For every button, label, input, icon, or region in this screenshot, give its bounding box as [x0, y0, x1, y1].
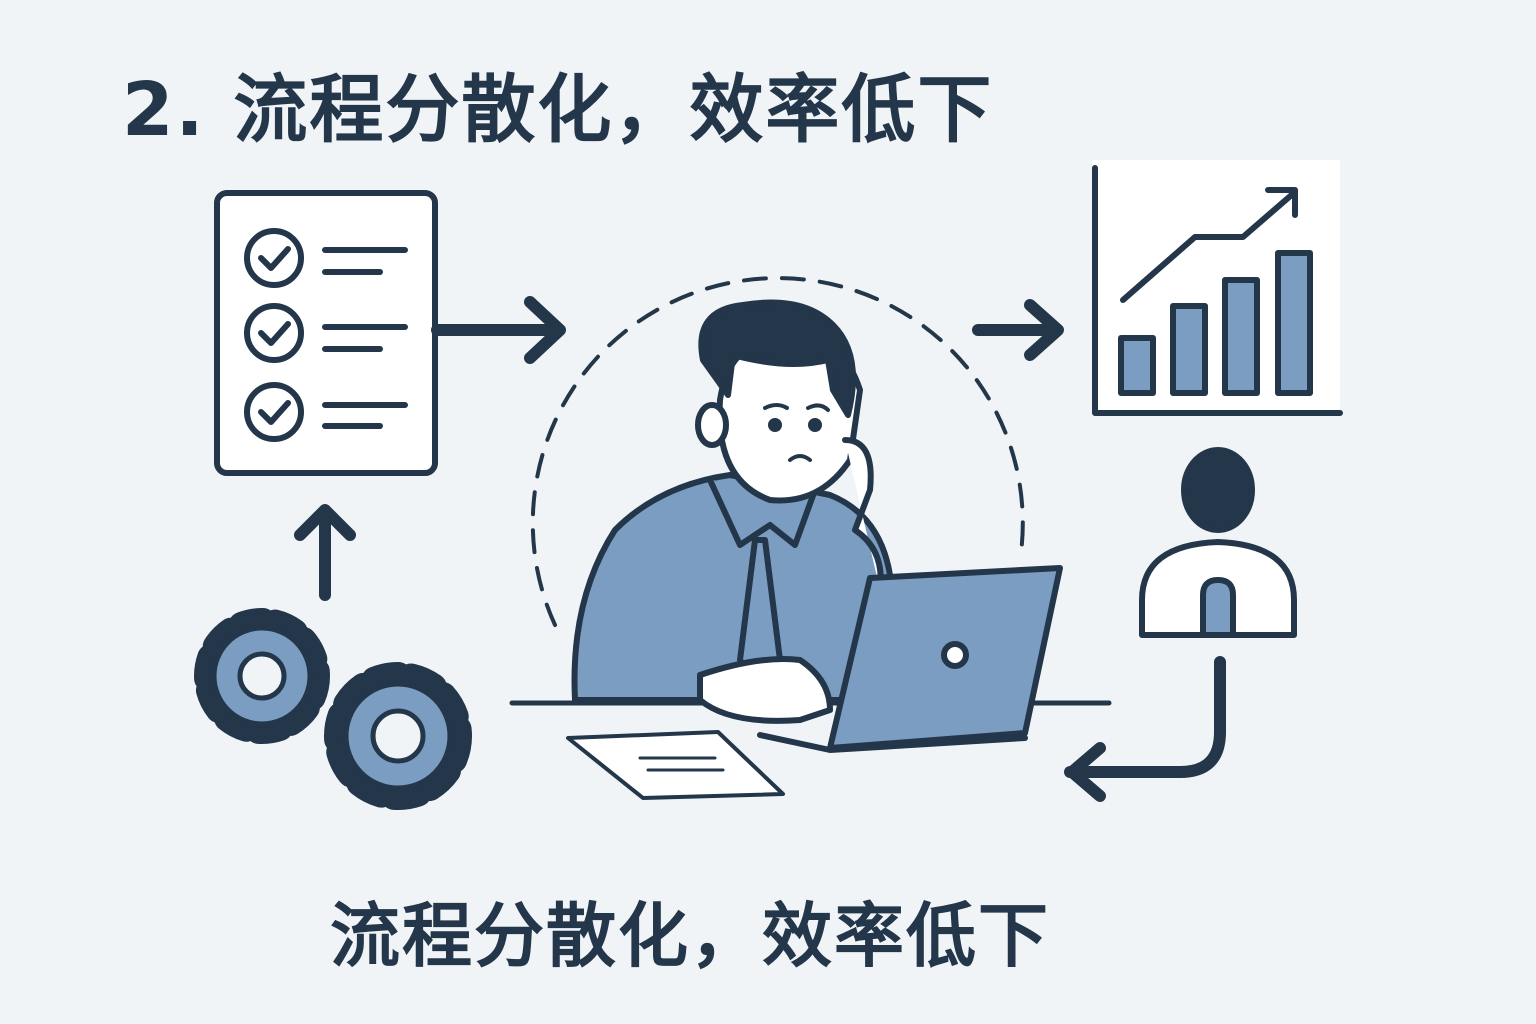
- caption: 流程分散化，效率低下: [330, 895, 1050, 977]
- laptop-icon: [757, 565, 1063, 753]
- paper-sheet: [566, 730, 785, 800]
- dashed-arc: [530, 276, 1025, 627]
- checklist-icon: [214, 190, 438, 476]
- arrow-icon: [294, 296, 1226, 802]
- bar-chart-icon: [1092, 160, 1343, 416]
- worried-man: [571, 299, 893, 724]
- page-title: 2. 流程分散化，效率低下: [122, 67, 994, 153]
- gear-icon: [194, 608, 472, 810]
- person-icon: [1139, 447, 1297, 638]
